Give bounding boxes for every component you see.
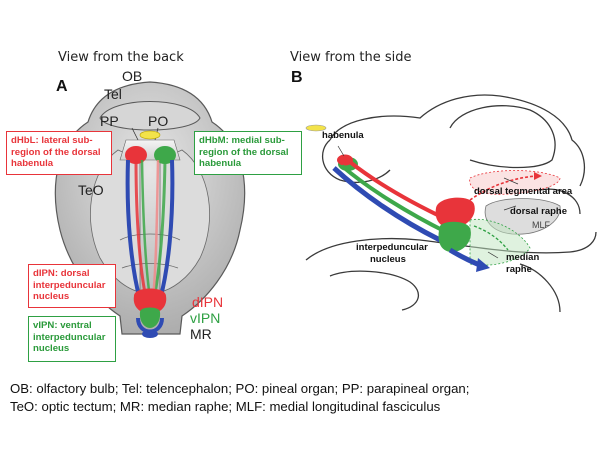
side-dipn bbox=[435, 197, 475, 228]
mlf-label: MLF bbox=[532, 220, 550, 230]
tectum-outline bbox=[449, 105, 556, 169]
vipn-box: vIPN: ventral interpeduncular nucleus bbox=[28, 316, 116, 362]
teo-label: TeO bbox=[78, 182, 104, 198]
panel-b-letter: B bbox=[291, 69, 303, 86]
dipn-box: dIPN: dorsal interpeduncular nucleus bbox=[28, 264, 116, 308]
tract-right-blue bbox=[158, 159, 175, 301]
ipn-label-line1: interpeduncular bbox=[356, 242, 428, 253]
side-arrow-red-head bbox=[534, 172, 542, 180]
median-raphe-blob bbox=[142, 330, 158, 338]
side-arrow-red bbox=[469, 175, 537, 201]
forebrain-outline bbox=[321, 139, 391, 184]
dipn-label: dIPN bbox=[192, 294, 224, 310]
side-ipn-arrowhead bbox=[476, 258, 490, 272]
dorsal-raphe-label: dorsal raphe bbox=[510, 206, 568, 217]
median-raphe-label: median raphe bbox=[506, 252, 539, 276]
ipn-label-line2: nucleus bbox=[370, 254, 406, 265]
pineal-organ bbox=[139, 130, 161, 140]
caption-line-1: OB: olfactory bulb; Tel: telencephalon; … bbox=[10, 381, 470, 396]
right-habenula bbox=[154, 146, 176, 164]
hindbrain-outline bbox=[519, 263, 561, 313]
vipn bbox=[139, 307, 161, 328]
tract-left-green bbox=[140, 159, 152, 299]
habenula-label: habenula bbox=[322, 130, 364, 141]
cerebellum-line bbox=[119, 233, 181, 241]
back-view-title: View from the back bbox=[58, 50, 184, 65]
po-label: PO bbox=[148, 113, 169, 129]
dorsal-tegmental-area-label: dorsal tegmental area bbox=[474, 186, 573, 197]
pp-label: PP bbox=[100, 113, 119, 129]
mr-label: MR bbox=[190, 326, 212, 342]
panel-a-letter: A bbox=[56, 78, 68, 95]
side-tract-blue bbox=[332, 166, 442, 243]
side-vipn bbox=[438, 221, 471, 252]
tract-left-blue bbox=[125, 159, 142, 301]
brain-outline-upper bbox=[329, 94, 586, 187]
side-arrow-green bbox=[473, 225, 509, 251]
tract-right-red bbox=[151, 159, 160, 299]
caption-line-2: TeO: optic tectum; MR: median raphe; MLF… bbox=[10, 399, 441, 414]
left-habenula bbox=[125, 146, 147, 164]
tract-right-green bbox=[152, 159, 167, 299]
ob-label: OB bbox=[122, 68, 143, 84]
median-raphe-label-line2: raphe bbox=[506, 264, 532, 275]
telencephalon-outline bbox=[99, 101, 201, 131]
panel-a-diagram bbox=[54, 81, 246, 338]
dhbm-box: dHbM: medial sub-region of the dorsal ha… bbox=[194, 131, 302, 175]
dipn bbox=[133, 288, 167, 314]
panel-b-diagram bbox=[305, 94, 597, 313]
ipn-label: interpeduncular nucleus bbox=[356, 242, 428, 266]
side-pineal bbox=[305, 124, 327, 132]
cerebellum-outline bbox=[539, 188, 581, 215]
dhbl-box: dHbL: lateral sub-region of the dorsal h… bbox=[6, 131, 112, 175]
side-view-title: View from the side bbox=[290, 50, 412, 65]
tel-label: Tel bbox=[104, 86, 122, 102]
hypothalamus-outline bbox=[329, 270, 420, 311]
median-raphe-label-line1: median bbox=[506, 252, 540, 263]
vipn-label: vIPN bbox=[190, 310, 221, 326]
side-tract-green bbox=[340, 164, 447, 234]
hindbrain-line bbox=[121, 263, 179, 269]
side-habenula-red bbox=[337, 154, 353, 166]
tract-left-red bbox=[134, 159, 148, 299]
